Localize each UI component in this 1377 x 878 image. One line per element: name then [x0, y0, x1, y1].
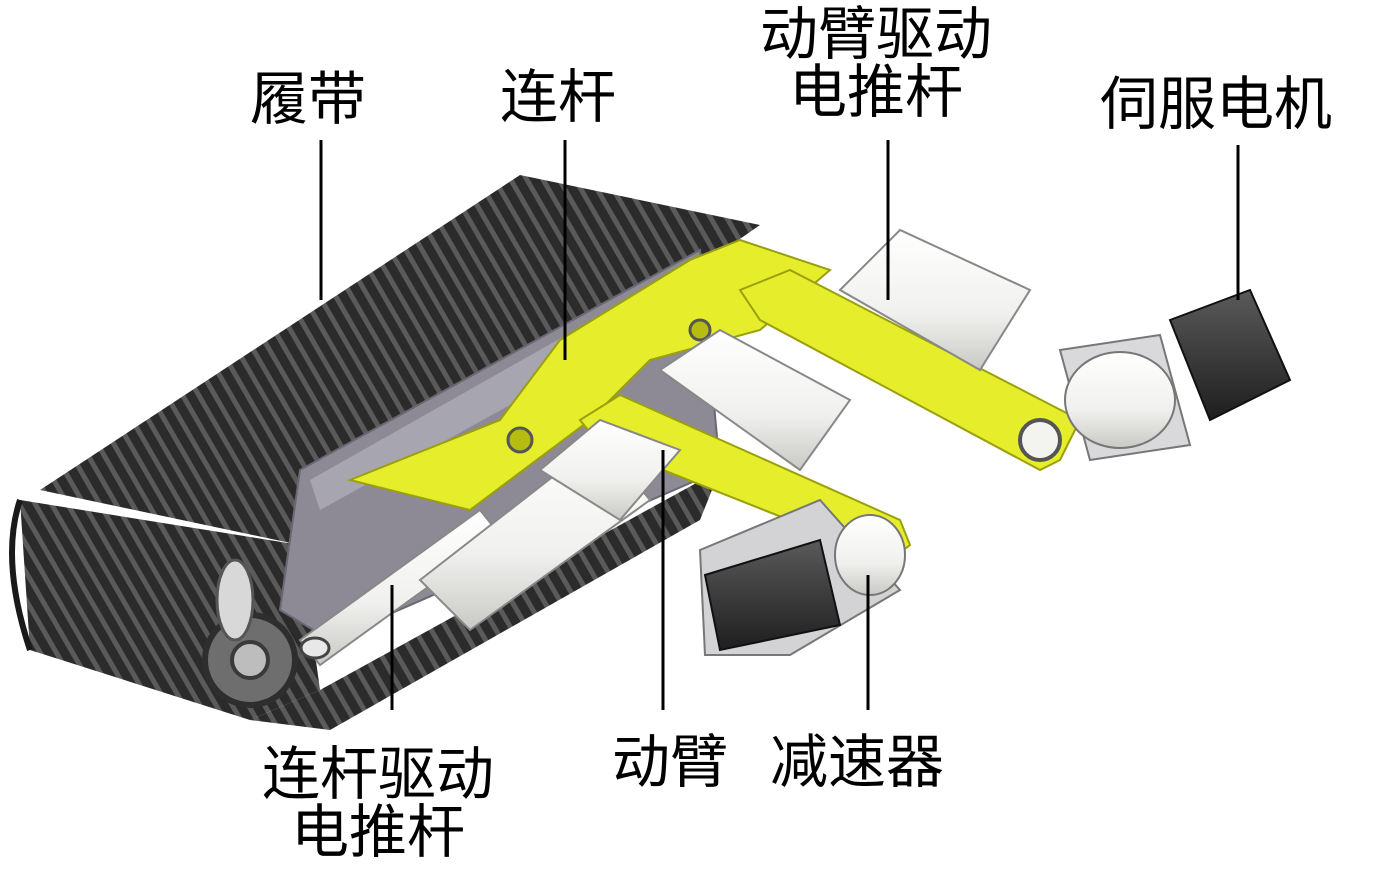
- arm-pivot-link: [688, 318, 712, 342]
- arm-actuator-body-lower: [658, 328, 852, 472]
- servo-drive: [1058, 288, 1292, 462]
- label-arm-actuator-line2: 电推杆: [789, 58, 964, 126]
- label-reducer: 减速器: [770, 733, 944, 791]
- label-link-actuator-line2: 电推杆: [291, 798, 466, 866]
- label-servo-motor: 伺服电机: [1100, 75, 1332, 133]
- label-reducer-text: 减速器: [770, 728, 945, 796]
- label-link: 连杆: [500, 68, 616, 126]
- link-actuator-end: [299, 636, 331, 660]
- link-plate: [346, 238, 832, 512]
- label-servo-motor-text: 伺服电机: [1100, 70, 1333, 138]
- arm-actuator-rod: [538, 418, 682, 522]
- label-link-text: 连杆: [500, 63, 617, 131]
- label-link-actuator-line1: 连杆驱动: [262, 740, 495, 808]
- arm-pivot-front: [1018, 418, 1062, 462]
- label-track: 履带: [250, 70, 366, 128]
- reducer-motor-body: [703, 538, 842, 652]
- reducer-cylinder: [834, 514, 906, 596]
- drive-wheel-hub: [230, 640, 270, 680]
- label-arm-actuator-line1: 动臂驱动: [760, 0, 993, 68]
- label-arm-actuator: 动臂驱动 电推杆: [760, 5, 992, 121]
- idler-wheel: [215, 558, 255, 642]
- reducer-assembly: [698, 498, 906, 656]
- arm-pivot-base: [506, 426, 534, 454]
- upper-arm-bar: [738, 268, 1082, 472]
- leader-lines: [319, 140, 1240, 710]
- servo-reducer-cylinder: [1064, 351, 1176, 449]
- label-track-text: 履带: [250, 65, 367, 133]
- label-link-actuator: 连杆驱动 电推杆: [262, 745, 494, 861]
- track-top-surface: [40, 175, 760, 545]
- label-arm: 动臂: [612, 733, 728, 791]
- servo-motor-body: [1168, 288, 1292, 422]
- track-front-curve: [9, 499, 33, 651]
- label-arm-text: 动臂: [612, 728, 729, 796]
